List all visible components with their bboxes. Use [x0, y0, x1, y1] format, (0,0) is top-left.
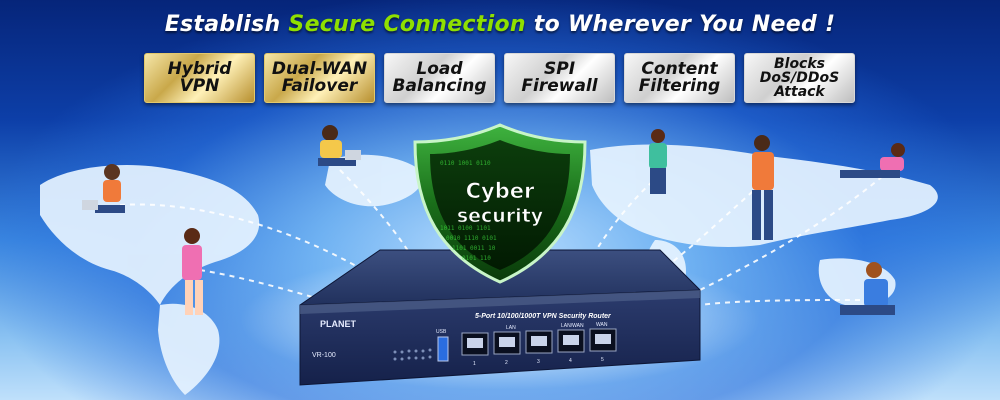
router-brand: PLANET	[320, 319, 357, 329]
router: PLANET VR-100 5-Port 10/100/1000T VPN Se…	[299, 249, 701, 386]
shield-line1: Cyber	[466, 179, 535, 203]
person-lying-laptop-icon	[318, 125, 361, 166]
person-laptop-left-icon	[82, 164, 125, 213]
headline-part2: to Wherever You Need !	[525, 12, 836, 37]
person-phone-woman-icon	[182, 228, 203, 315]
feature-label: Dual-WAN Failover	[271, 59, 368, 96]
feature-label: SPI Firewall	[521, 59, 598, 96]
feature-hybrid-vpn: Hybrid VPN	[144, 53, 255, 103]
person-phone-woman-right-icon	[649, 129, 667, 194]
feature-spi-firewall: SPI Firewall	[504, 53, 615, 103]
svg-text:0101 110: 0101 110	[462, 255, 491, 262]
svg-text:0110 1001 0110: 0110 1001 0110	[440, 160, 491, 167]
router-port-label: 2	[505, 360, 508, 366]
router-port-label: 1	[473, 361, 476, 367]
feature-label: Hybrid VPN	[167, 59, 232, 96]
svg-text:1011 0100 1101: 1011 0100 1101	[440, 225, 491, 232]
router-model: VR-100	[312, 352, 336, 359]
person-standing-man-icon	[752, 135, 774, 240]
feature-content-filtering: Content Filtering	[624, 53, 735, 103]
headline-highlight-connection: Connection	[383, 12, 526, 37]
person-sitting-man-icon	[840, 262, 895, 315]
router-lanwan-label: LAN/WAN	[561, 323, 584, 329]
feature-load-balancing: Load Balancing	[384, 53, 495, 103]
person-lying-right-icon	[840, 143, 905, 178]
router-port-label: 4	[569, 358, 572, 364]
svg-text:1101 0011 10: 1101 0011 10	[452, 245, 496, 252]
headline: Establish Secure Connection to Wherever …	[0, 12, 1000, 37]
router-lan-label: LAN	[506, 325, 516, 331]
svg-text:0010 1110 0101: 0010 1110 0101	[446, 235, 497, 242]
feature-label: Content Filtering	[638, 59, 721, 96]
shield-icon: 0110 1001 0110 1011 0100 1101 0010 1110 …	[413, 123, 587, 284]
router-usb-label: USB	[436, 329, 447, 335]
headline-part1: Establish	[164, 12, 289, 37]
headline-highlight-secure: Secure	[288, 12, 376, 37]
shield-line2: security	[457, 205, 544, 227]
router-port-label: 5	[601, 357, 604, 363]
feature-dual-wan-failover: Dual-WAN Failover	[264, 53, 375, 103]
router-port-label: 3	[537, 359, 540, 365]
router-description: 5-Port 10/100/1000T VPN Security Router	[475, 313, 612, 320]
feature-label: Blocks DoS/DDoS Attack	[759, 56, 840, 100]
router-wan-label: WAN	[596, 322, 608, 328]
feature-blocks-dos-ddos: Blocks DoS/DDoS Attack	[744, 53, 855, 103]
feature-label: Load Balancing	[392, 59, 487, 96]
feature-badges: Hybrid VPN Dual-WAN Failover Load Balanc…	[144, 53, 855, 103]
